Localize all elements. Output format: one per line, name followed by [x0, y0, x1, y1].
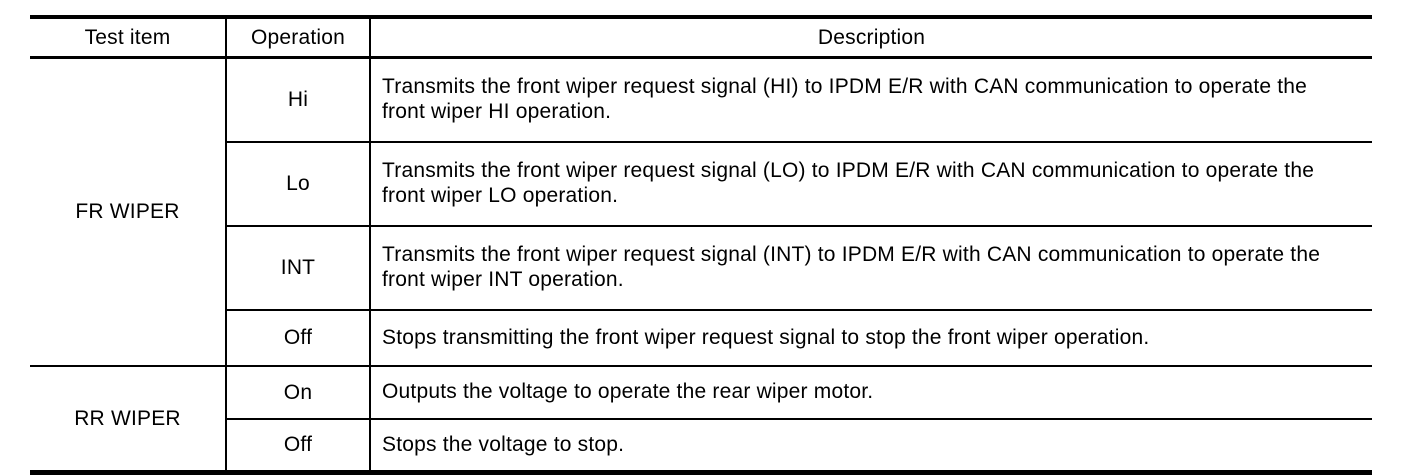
- header-row: Test item Operation Description: [30, 17, 1372, 59]
- test-item-rr-wiper: RR WIPER: [30, 365, 227, 473]
- table-row-rr-on: RR WIPER On Outputs the voltage to opera…: [30, 365, 1372, 473]
- table-row-fr-hi: FR WIPER Hi Transmits the front wiper re…: [30, 56, 1372, 366]
- wiper-test-table-container: Test item Operation Description FR WIPER…: [30, 15, 1372, 475]
- description-fr-off: Stops transmitting the front wiper reque…: [370, 309, 1372, 366]
- test-item-fr-wiper: FR WIPER: [30, 56, 227, 366]
- operation-rr-off: Off: [226, 418, 371, 473]
- column-header-test-item: Test item: [30, 17, 227, 59]
- column-header-operation: Operation: [226, 17, 371, 59]
- description-rr-on: Outputs the voltage to operate the rear …: [370, 365, 1372, 419]
- description-fr-int: Transmits the front wiper request signal…: [370, 225, 1372, 310]
- operation-fr-off: Off: [226, 309, 371, 366]
- table-row-fr-lo: Lo Transmits the front wiper request sig…: [30, 141, 1372, 226]
- description-fr-lo: Transmits the front wiper request signal…: [370, 141, 1372, 226]
- description-rr-off: Stops the voltage to stop.: [370, 418, 1372, 473]
- operation-fr-hi: Hi: [226, 56, 371, 142]
- table-row-fr-int: INT Transmits the front wiper request si…: [30, 225, 1372, 310]
- operation-fr-int: INT: [226, 225, 371, 310]
- table-row-rr-off: Off Stops the voltage to stop.: [30, 418, 1372, 473]
- operation-rr-on: On: [226, 365, 371, 419]
- table-row-fr-off: Off Stops transmitting the front wiper r…: [30, 309, 1372, 366]
- column-header-description: Description: [370, 17, 1372, 59]
- description-fr-hi: Transmits the front wiper request signal…: [370, 56, 1372, 142]
- operation-fr-lo: Lo: [226, 141, 371, 226]
- wiper-test-table: Test item Operation Description FR WIPER…: [30, 15, 1372, 475]
